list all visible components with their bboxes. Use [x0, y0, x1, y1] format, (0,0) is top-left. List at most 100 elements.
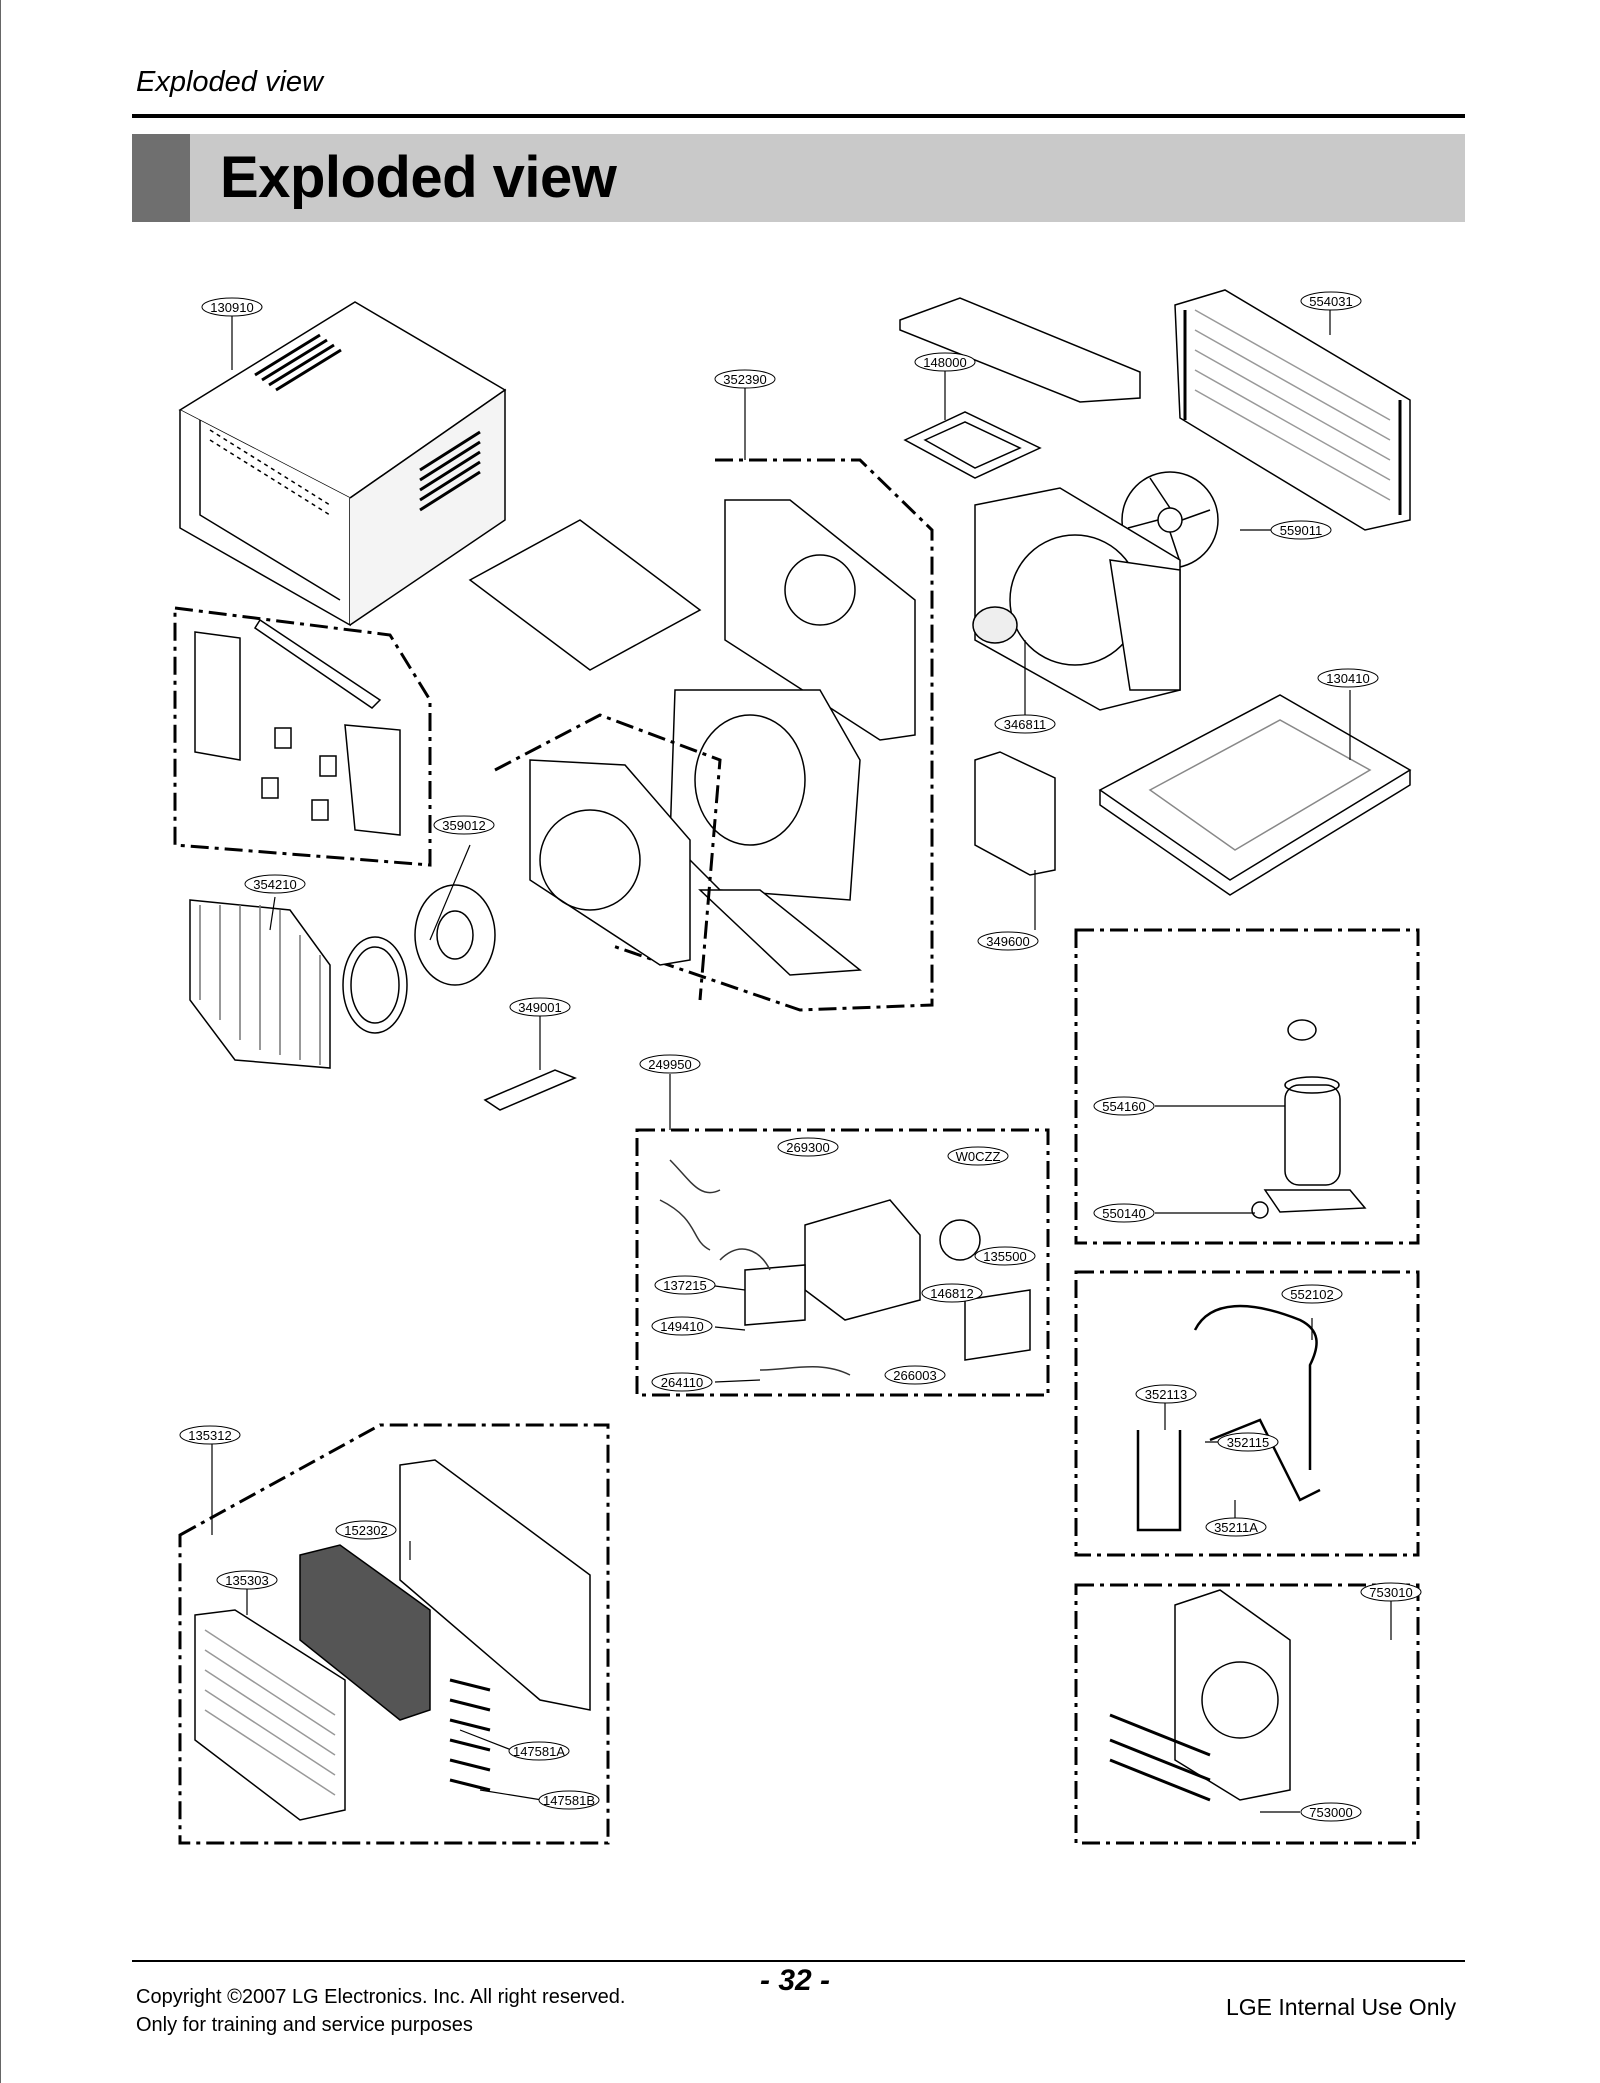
part-number: 148000	[923, 355, 966, 370]
bracket-drawing	[974, 751, 1056, 876]
footer-rule	[132, 1960, 1465, 1962]
callout-269300: 269300	[777, 1137, 839, 1157]
footer-left: Copyright ©2007 LG Electronics. Inc. All…	[136, 1983, 625, 2039]
part-number: 346811	[1004, 717, 1046, 732]
part-number: 249950	[648, 1057, 691, 1072]
part-number: 130910	[210, 300, 253, 315]
dashed-group-135312	[178, 1423, 610, 1845]
part-number: 152302	[344, 1523, 387, 1538]
callout-148000: 148000	[914, 352, 976, 372]
dashed-group-359012	[494, 713, 722, 1001]
title-bar: Exploded view	[132, 134, 1465, 222]
callout-147581A: 147581A	[508, 1741, 570, 1761]
callout-137215: 137215	[654, 1275, 716, 1295]
page-title: Exploded view	[220, 145, 617, 210]
callout-354210: 354210	[244, 874, 306, 894]
top-cover-drawing	[899, 297, 1141, 479]
header-rule	[132, 114, 1465, 118]
page-border	[0, 0, 1, 2083]
part-number: 349001	[518, 1000, 561, 1015]
part-number: 137215	[663, 1278, 706, 1293]
callout-552102: 552102	[1281, 1284, 1343, 1304]
compressor-drawing	[1251, 1019, 1367, 1219]
callout-249950: 249950	[639, 1054, 701, 1074]
callout-35211A: 35211A	[1205, 1517, 1267, 1537]
blower-drawing	[342, 884, 496, 1034]
dashed-group-curtains	[173, 606, 432, 867]
part-number: 146812	[930, 1286, 973, 1301]
condenser-drawing	[1174, 289, 1411, 531]
callout-266003: 266003	[884, 1365, 946, 1385]
callout-346811: 346811	[994, 714, 1056, 734]
part-number: 352390	[723, 372, 766, 387]
evaporator-drawing	[189, 899, 331, 1069]
part-number: 753000	[1309, 1805, 1352, 1820]
internal-use-text: LGE Internal Use Only	[1226, 1994, 1457, 2020]
callout-352115: 352115	[1217, 1432, 1279, 1452]
part-number: 147581B	[543, 1793, 595, 1808]
base-pan-drawing	[1098, 694, 1412, 896]
callout-130410: 130410	[1317, 668, 1379, 688]
dashed-group-753010	[1074, 1583, 1420, 1845]
callout-554031: 554031	[1300, 291, 1362, 311]
part-number: 135500	[983, 1249, 1026, 1264]
callout-359012: 359012	[433, 815, 495, 835]
dashed-group-piping	[1074, 1270, 1420, 1557]
callout-753010: 753010	[1360, 1582, 1422, 1602]
part-number: 359012	[442, 818, 485, 833]
callout-753000: 753000	[1300, 1802, 1362, 1822]
callout-135303: 135303	[216, 1570, 278, 1590]
dashed-group-352390	[609, 458, 934, 1012]
front-panel-drawing	[194, 1459, 591, 1821]
callout-554160: 554160	[1093, 1096, 1155, 1116]
callout-559011: 559011	[1270, 520, 1332, 540]
part-number: 559011	[1280, 523, 1322, 538]
callout-352113: 352113	[1135, 1384, 1197, 1404]
side-curtains-drawing	[194, 618, 401, 836]
page-number: - 32 -	[760, 1964, 831, 1997]
part-number: 550140	[1102, 1206, 1145, 1221]
part-number: 552102	[1290, 1287, 1333, 1302]
dashed-group-249950	[635, 1128, 1050, 1397]
part-number: 354210	[253, 877, 296, 892]
callout-135312: 135312	[179, 1425, 241, 1445]
thermistor-drawing	[483, 1069, 577, 1111]
callouts: 130910 148000 352390 554031 559011 34681…	[179, 291, 1422, 1822]
callout-352390: 352390	[714, 369, 776, 389]
part-number: 135303	[225, 1573, 268, 1588]
part-number: 753010	[1369, 1585, 1412, 1600]
callout-146812: 146812	[921, 1283, 983, 1303]
part-number: 35211A	[1214, 1520, 1258, 1535]
inner-frame-drawing	[529, 759, 862, 976]
callout-147581B: 147581B	[538, 1790, 600, 1810]
part-number: 135312	[188, 1428, 231, 1443]
part-number: 266003	[893, 1368, 936, 1383]
callout-349001: 349001	[509, 997, 571, 1017]
callout-264110: 264110	[651, 1372, 713, 1392]
callout-349600: 349600	[977, 931, 1039, 951]
callout-135500: 135500	[974, 1246, 1036, 1266]
section-header: Exploded view	[136, 66, 323, 98]
part-number: 352115	[1227, 1435, 1269, 1450]
purpose-text: Only for training and service purposes	[136, 2014, 473, 2036]
callout-130910: 130910	[201, 297, 263, 317]
heater-drawing	[1109, 1589, 1291, 1802]
copyright-text: Copyright ©2007 LG Electronics. Inc. All…	[136, 1986, 626, 2008]
part-number: W0CZZ	[956, 1149, 1001, 1164]
part-number: 130410	[1326, 671, 1369, 686]
dashed-group-compressor	[1074, 928, 1420, 1245]
part-number: 264110	[661, 1375, 703, 1390]
piping-drawing	[1136, 1304, 1321, 1532]
control-box-drawing	[659, 1159, 1031, 1376]
orifice-drawing	[669, 499, 916, 901]
title-accent-block	[132, 134, 190, 222]
part-number: 147581A	[513, 1744, 565, 1759]
callout-550140: 550140	[1093, 1203, 1155, 1223]
shroud-motor-drawing	[972, 487, 1181, 711]
part-number: 554031	[1309, 294, 1352, 309]
part-number: 149410	[660, 1319, 703, 1334]
base-plate-drawing	[468, 519, 702, 671]
part-number: 349600	[986, 934, 1029, 949]
callout-W0CZZ: W0CZZ	[947, 1146, 1009, 1166]
